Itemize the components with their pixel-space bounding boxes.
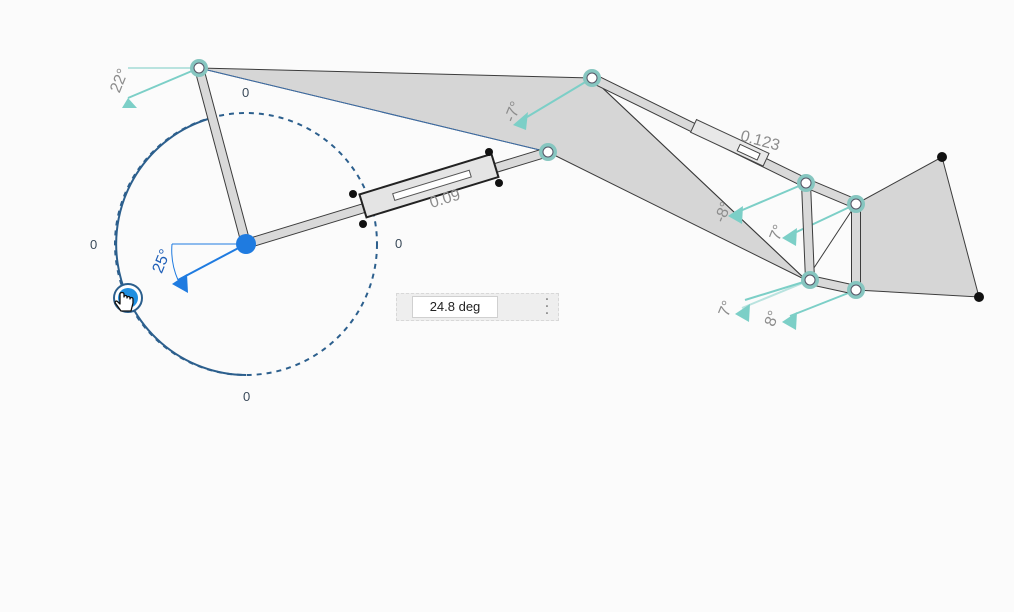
angle-marker-right-low-a: 7°: [716, 279, 811, 322]
rocker-link-mid[interactable]: [801, 178, 861, 209]
input-pivot[interactable]: [236, 234, 256, 254]
angle-label-right-low-b: 8°: [762, 308, 783, 329]
angle-marker-right-upper: -8°: [712, 182, 807, 225]
crank-link[interactable]: [194, 63, 251, 249]
end-effector-plate[interactable]: [855, 156, 980, 298]
angle-marker-right-low-b: 8°: [762, 289, 857, 330]
vertical-ellipsis-icon[interactable]: ···: [544, 292, 550, 322]
angle-value-box: 24.8 deg ···: [396, 293, 559, 321]
joint-right-upper[interactable]: [797, 174, 815, 192]
angle-label-right-middle: 7°: [767, 222, 788, 243]
end-effector-point-bottom[interactable]: [974, 292, 984, 302]
angle-label-top-left: 22°: [107, 66, 132, 95]
angle-marker-top-left: 22°: [107, 66, 200, 108]
joint-right-low-b[interactable]: [847, 281, 865, 299]
input-angle-label: 25°: [150, 247, 175, 276]
tick-label-top: 0: [242, 85, 249, 100]
joint-top-middle[interactable]: [583, 69, 601, 87]
slider-corner-handle[interactable]: [359, 220, 367, 228]
input-angle-indicator: 25°: [150, 243, 247, 293]
slider-corner-handle[interactable]: [349, 190, 357, 198]
joint-coupler-end[interactable]: [539, 143, 557, 161]
tick-label-bottom: 0: [243, 389, 250, 404]
tick-label-left: 0: [90, 237, 97, 252]
joint-right-middle[interactable]: [847, 195, 865, 213]
vertical-link-left[interactable]: [801, 178, 815, 285]
angle-label-top-middle: -7°: [502, 99, 525, 124]
input-range-arc: [115, 118, 247, 376]
input-range-circle: [114, 112, 378, 376]
slider-indicator-upper: [689, 118, 770, 167]
angle-label-right-low-a: 7°: [716, 298, 737, 319]
angle-marker-top-middle: -7°: [502, 77, 593, 130]
hand-pointer-icon: [114, 291, 134, 312]
angle-value-input[interactable]: 24.8 deg: [412, 296, 498, 318]
end-effector-point-top[interactable]: [937, 152, 947, 162]
joint-right-low-a[interactable]: [801, 271, 819, 289]
angle-marker-right-middle: 7°: [767, 203, 857, 246]
angle-label-right-upper: -8°: [712, 200, 735, 225]
slider-corner-handle[interactable]: [485, 148, 493, 156]
slider-block[interactable]: [358, 152, 500, 219]
tick-label-right: 0: [395, 236, 402, 251]
slider-corner-handle[interactable]: [495, 179, 503, 187]
joint-top-left[interactable]: [190, 59, 208, 77]
